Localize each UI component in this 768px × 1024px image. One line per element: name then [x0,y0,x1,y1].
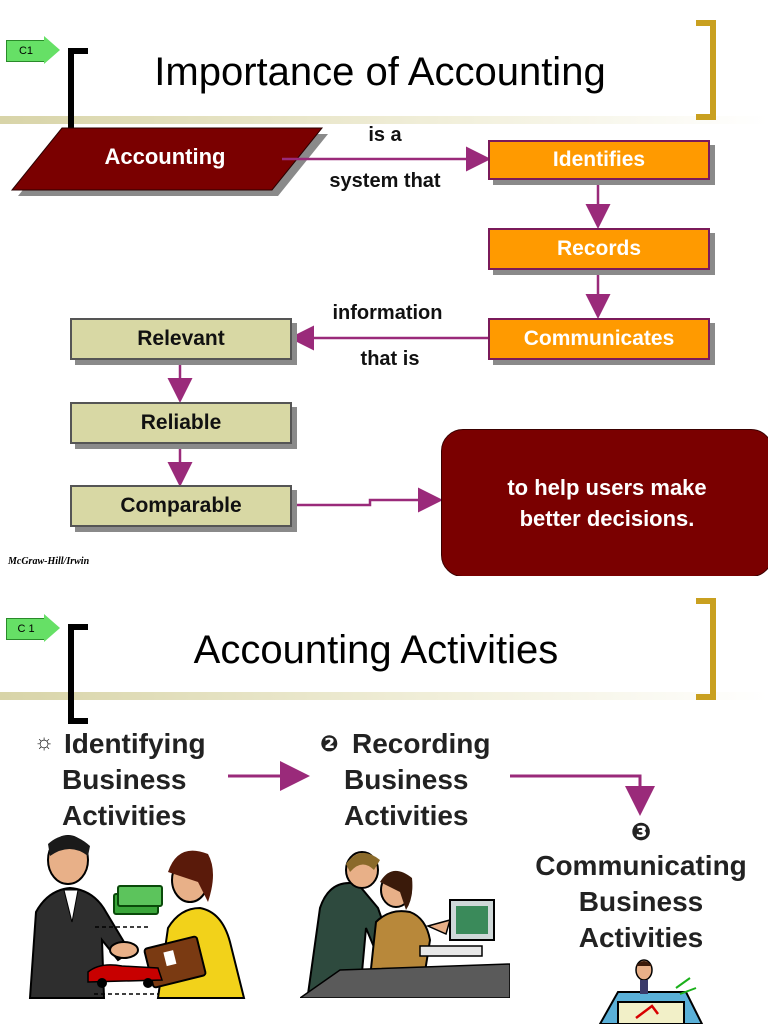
accounting-shape [10,127,328,196]
connector-system-that: system that [329,170,441,192]
step-records: Records [488,228,710,270]
flow-arrows [167,146,611,513]
presenter-clipart [598,959,704,1024]
title-rule [0,116,768,124]
connector-is-a: is a [368,124,402,146]
number-two-icon: ❷ [320,731,339,756]
right-bracket [696,20,716,120]
goal-text: to help users make better decisions. [507,475,707,531]
activity-arrows [228,761,655,816]
slide-title: Importance of Accounting [154,50,606,94]
step-identifies: Identifies [488,140,710,180]
activity-identifying: ☼Identifying Business Activities [20,726,230,834]
c1-tag: C 1 [6,618,46,640]
slide-title: Accounting Activities [193,628,559,672]
step-communicates: Communicates [488,318,710,360]
number-three-icon: ❸ [630,819,652,846]
title-rule [0,692,768,700]
sun-icon: ☼ [34,729,55,754]
quality-reliable: Reliable [70,402,292,444]
goal-box: to help users make better decisions. [441,429,768,576]
accounting-label: Accounting [104,144,226,169]
handshake-clipart [28,835,246,999]
workers-clipart [300,851,510,998]
activity-communicating: ❸ Communicating Business Activities [516,818,766,956]
quality-comparable: Comparable [70,485,292,527]
connector-information: information [332,302,443,324]
right-bracket [696,598,716,700]
slide-importance: C1 Importance of Accounting Accounting i… [0,20,768,576]
slide-activities: C 1 Accounting Activities ☼Identifying B… [0,578,768,1024]
connector-that-is: that is [360,348,420,370]
quality-relevant: Relevant [70,318,292,360]
tag-arrow-icon [44,614,60,642]
left-bracket [68,624,88,724]
publisher-credit: McGraw-Hill/Irwin [8,556,90,567]
tag-arrow-icon [44,36,60,64]
